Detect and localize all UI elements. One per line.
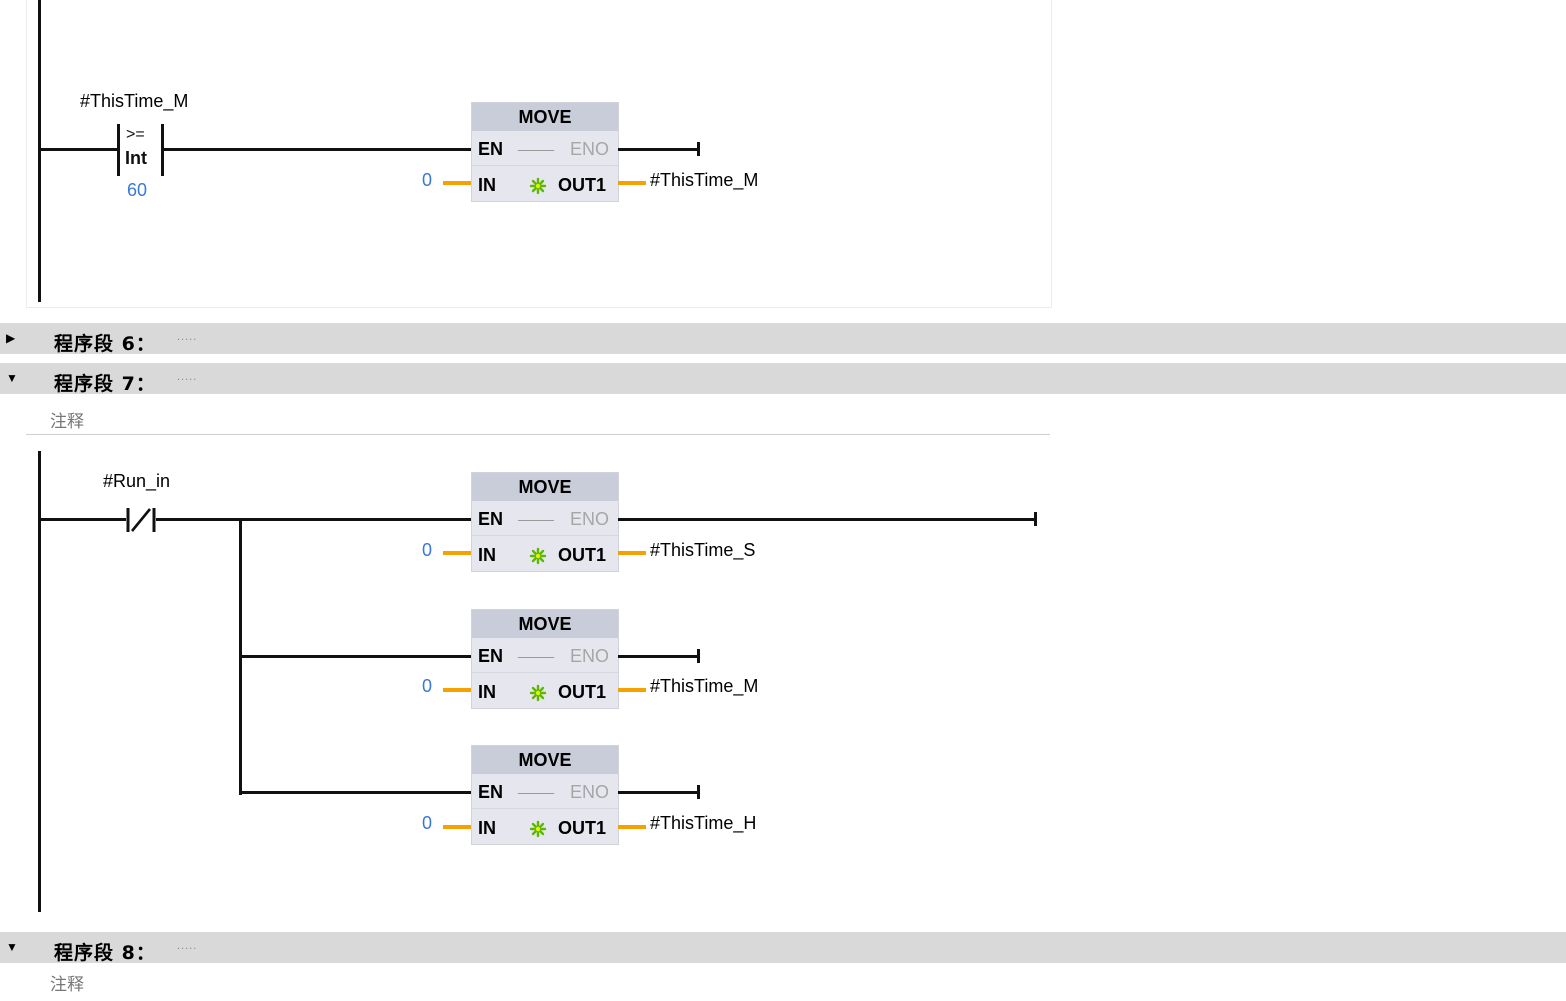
move-pin-en: EN [478,782,504,802]
move-block-title: MOVE [472,610,618,638]
move-pin-eno: ENO [570,509,610,529]
move-block-title: MOVE [472,473,618,501]
move-pin-in: IN [478,175,496,195]
move-pin-dash [518,657,554,658]
network-7-branch-3-wire [239,791,471,794]
move-pin-out: OUT1 [558,682,607,702]
asterisk-icon[interactable] [529,177,547,195]
move-pin-dash [518,150,554,151]
normally-closed-contact-icon[interactable] [125,507,157,533]
move-pin-out: OUT1 [558,818,607,838]
network-7-block-1-eno-wire [618,518,1034,521]
network-7-block-1-in-wire [443,551,471,555]
network-7-block-2-out-operand[interactable]: #ThisTime_M [650,676,759,696]
move-block-title: MOVE [472,103,618,131]
move-pin-en: EN [478,509,504,529]
move-pin-separator [472,808,618,809]
network-5-eno-end [697,142,700,156]
network-7-block-3-in-value[interactable]: 0 [422,813,433,833]
network-5-move-block[interactable]: MOVE EN ENO IN OUT1 [471,102,619,202]
move-pin-out: OUT1 [558,545,607,565]
network-5-power-rail [38,0,41,302]
network-7-move-block-2[interactable]: MOVE EN ENO IN OUT1 [471,609,619,709]
move-pin-separator [472,165,618,166]
segment-8-comment: 注释 [50,975,84,995]
move-pin-en: EN [478,646,504,666]
network-7-block-3-in-wire [443,825,471,829]
network-7-block-3-out-wire [618,825,646,829]
network-7-block-2-eno-wire [618,655,698,658]
move-pin-in: IN [478,545,496,565]
network-5-compare-type[interactable]: Int [125,148,147,168]
network-5-in-wire [443,181,471,185]
move-pin-in: IN [478,818,496,838]
network-7-branch-2-wire [239,655,471,658]
segment-8-title[interactable]: 程序段 8： [54,942,156,964]
segment-6-title-placeholder[interactable]: ..... [177,331,198,343]
move-pin-eno: ENO [570,782,610,802]
network-7-wire-main [156,518,471,521]
network-5-wire-to-move [163,148,471,151]
collapse-arrow-icon[interactable]: ▼ [6,371,18,385]
network-7-block-2-in-value[interactable]: 0 [422,676,433,696]
network-7-block-1-in-value[interactable]: 0 [422,540,433,560]
segment-7-title[interactable]: 程序段 7： [54,373,156,395]
asterisk-icon[interactable] [529,684,547,702]
expand-arrow-icon[interactable]: ▶ [6,331,16,345]
asterisk-icon[interactable] [529,820,547,838]
move-pin-separator [472,535,618,536]
network-7-block-2-eno-end [697,649,700,663]
network-7-block-3-eno-wire [618,791,698,794]
move-pin-en: EN [478,139,504,159]
move-block-title: MOVE [472,746,618,774]
move-pin-dash [518,793,554,794]
network-5-contact-left-bar [117,124,120,176]
network-5-compare-value[interactable]: 60 [127,180,148,200]
network-7-power-rail [38,451,41,912]
move-pin-separator [472,672,618,673]
segment-6-header[interactable]: ▶ 程序段 6： ..... [0,323,1566,355]
segment-7-comment-field[interactable]: 注释 [26,401,1050,435]
segment-8-comment-field[interactable]: 注释 [26,968,1050,1001]
network-7-wire-left [40,518,126,521]
network-5-wire-left [40,148,118,151]
asterisk-icon[interactable] [529,547,547,565]
network-5-out-operand[interactable]: #ThisTime_M [650,170,759,190]
network-5-in-value[interactable]: 0 [422,170,433,190]
segment-7-title-placeholder[interactable]: ..... [177,371,198,383]
network-7-block-2-in-wire [443,688,471,692]
network-7-move-block-3[interactable]: MOVE EN ENO IN OUT1 [471,745,619,845]
segment-8-header[interactable]: ▼ 程序段 8： ..... [0,932,1566,964]
collapse-arrow-icon[interactable]: ▼ [6,940,18,954]
network-5-compare-operator[interactable]: >= [126,126,145,143]
move-pin-eno: ENO [570,139,610,159]
network-7-block-3-eno-end [697,785,700,799]
network-5-eno-wire [618,148,698,151]
network-5-contact-right-bar [161,124,164,176]
network-7-contact-operand[interactable]: #Run_in [103,471,171,491]
segment-7-comment: 注释 [50,412,84,432]
segment-6-title[interactable]: 程序段 6： [54,333,156,355]
move-pin-eno: ENO [570,646,610,666]
network-5-contact-operand[interactable]: #ThisTime_M [80,91,189,111]
move-pin-in: IN [478,682,496,702]
network-7-block-1-out-wire [618,551,646,555]
network-7-block-1-out-operand[interactable]: #ThisTime_S [650,540,756,560]
network-7-move-block-1[interactable]: MOVE EN ENO IN OUT1 [471,472,619,572]
network-7-block-3-out-operand[interactable]: #ThisTime_H [650,813,757,833]
segment-7-header[interactable]: ▼ 程序段 7： ..... [0,363,1566,395]
network-7-block-1-eno-end [1034,512,1037,526]
network-5-out-wire [618,181,646,185]
network-7-block-2-out-wire [618,688,646,692]
move-pin-dash [518,520,554,521]
segment-8-title-placeholder[interactable]: ..... [177,940,198,952]
move-pin-out: OUT1 [558,175,607,195]
